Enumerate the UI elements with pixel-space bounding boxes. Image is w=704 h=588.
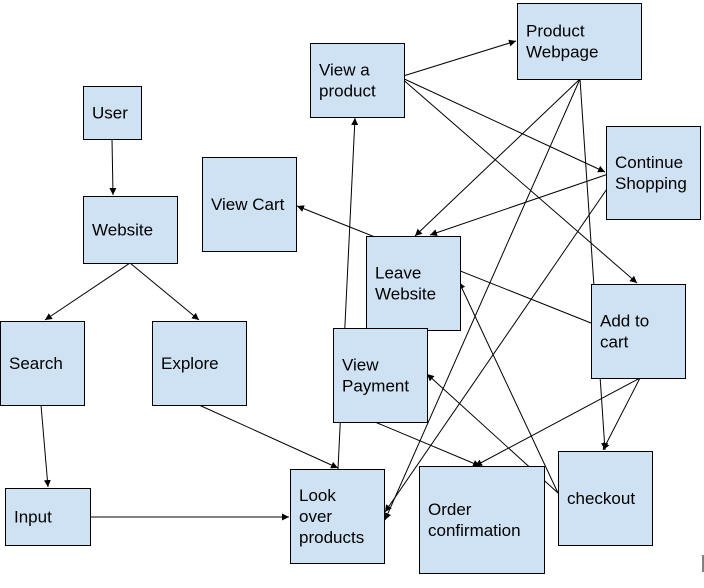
node-label: Look [299, 486, 336, 505]
node-label: Search [9, 354, 63, 373]
node-box [152, 321, 247, 406]
node-order-confirmation: Order confirmation [419, 466, 545, 574]
node-box [419, 466, 545, 574]
node-label: Explore [161, 354, 219, 373]
node-label: over [299, 507, 332, 526]
edge-product-webpage-to-leave-website [414, 78, 581, 237]
node-label: Website [92, 221, 153, 240]
edge-website-to-search [44, 262, 131, 321]
node-label: Add to [600, 312, 649, 331]
node-user: User [83, 86, 142, 140]
node-box [310, 43, 405, 118]
node-box [202, 157, 297, 252]
edge-view-a-product-to-add-to-cart [399, 76, 638, 284]
node-box [290, 469, 385, 564]
edge-view-payment-to-order-confirmation [374, 421, 481, 467]
edges-layer [40, 39, 641, 521]
node-add-to-cart: Add to cart [591, 284, 686, 379]
node-label: checkout [567, 489, 635, 508]
node-explore: Explore [152, 321, 247, 406]
node-label: User [92, 104, 128, 123]
node-website: Website [83, 196, 178, 264]
edge-user-to-website [109, 138, 117, 196]
node-label: Payment [342, 377, 409, 396]
node-box [366, 236, 461, 331]
node-label: Continue [615, 153, 683, 172]
node-look-over-products: Look over products [290, 469, 385, 564]
node-label: confirmation [428, 521, 521, 540]
node-box [83, 86, 142, 140]
node-label: Shopping [615, 174, 687, 193]
node-box [606, 126, 701, 220]
edge-add-to-cart-to-checkout [602, 377, 641, 451]
node-label: products [299, 528, 364, 547]
edge-search-to-input [40, 404, 51, 488]
node-label: product [319, 82, 376, 101]
node-label: View a [319, 61, 370, 80]
node-view-a-product: View a product [310, 43, 405, 118]
edge-add-to-cart-to-order-confirmation [474, 377, 641, 467]
node-box [333, 328, 428, 423]
node-view-cart: View Cart [202, 157, 297, 252]
node-box [5, 488, 91, 546]
node-label: Product [526, 22, 585, 41]
edge-checkout-to-leave-website [458, 281, 559, 494]
node-label: cart [600, 333, 629, 352]
node-label: View Cart [211, 195, 285, 214]
edge-explore-to-look-over-products [198, 404, 339, 469]
edge-continue-shopping-to-look-over-products [384, 169, 621, 513]
node-box [83, 196, 178, 264]
node-label: Leave [375, 264, 421, 283]
node-label: Website [375, 285, 436, 304]
node-search: Search [0, 321, 85, 406]
edge-view-a-product-to-continue-shopping [399, 76, 606, 173]
edge-product-webpage-to-checkout [579, 78, 609, 451]
node-box [0, 321, 85, 406]
node-box [558, 451, 653, 546]
node-box [517, 3, 642, 80]
node-label: Input [14, 508, 52, 527]
edge-product-webpage-to-look-over-products [384, 78, 581, 521]
edge-view-a-product-to-product-webpage [399, 39, 517, 78]
node-label: Order [428, 500, 472, 519]
node-input: Input [5, 488, 91, 546]
edge-continue-shopping-to-leave-website [429, 169, 621, 237]
edge-website-to-explore [129, 262, 200, 321]
node-box [591, 284, 686, 379]
node-label: Webpage [526, 43, 598, 62]
node-label: View [342, 356, 379, 375]
node-checkout: checkout [558, 451, 653, 546]
